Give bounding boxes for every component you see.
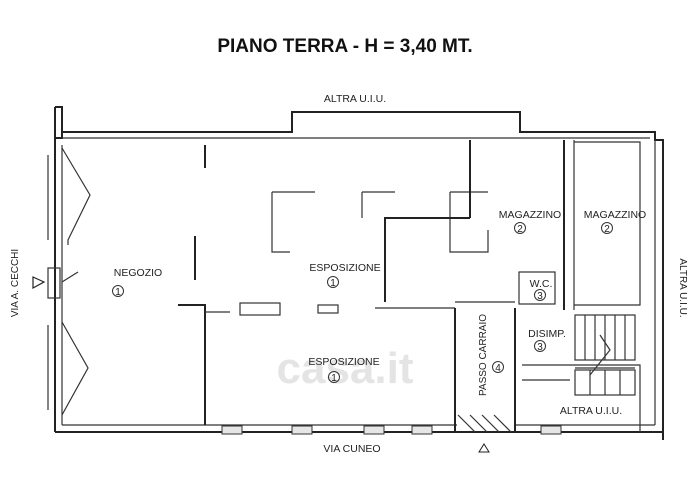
label-altra-uiu-right: ALTRA U.I.U. — [677, 258, 688, 317]
room-magazzino-right: MAGAZZINO 2 — [584, 209, 646, 235]
room-number: 3 — [537, 291, 543, 302]
outer-walls — [54, 106, 664, 440]
room-esposizione-upper: ESPOSIZIONE 1 — [309, 262, 380, 289]
room-number: 1 — [331, 373, 337, 384]
room-label: NEGOZIO — [114, 267, 162, 279]
room-label: PASSO CARRAIO — [478, 314, 489, 396]
street-windows-bottom — [221, 425, 562, 435]
watermark: casa.it — [277, 344, 414, 393]
room-label: MAGAZZINO — [584, 209, 646, 221]
entrance-marker-left — [32, 276, 46, 290]
label-via-cuneo: VIA CUNEO — [323, 443, 380, 455]
room-label: W.C. — [530, 278, 553, 290]
room-altra-uiu-bottom: ALTRA U.I.U. — [560, 405, 622, 417]
storefront-windows-left — [47, 147, 91, 416]
room-esposizione-lower: ESPOSIZIONE 1 — [308, 356, 379, 384]
room-label: ALTRA U.I.U. — [560, 405, 622, 417]
label-altra-uiu-top: ALTRA U.I.U. — [324, 93, 386, 105]
room-passo-carraio: PASSO CARRAIO 4 — [478, 314, 504, 396]
room-number: 1 — [330, 278, 336, 289]
room-number: 2 — [604, 224, 610, 235]
room-wc: W.C. 3 — [530, 278, 553, 302]
room-magazzino-left: MAGAZZINO 2 — [499, 209, 561, 235]
room-number: 1 — [115, 287, 121, 298]
plan-title: PIANO TERRA - H = 3,40 MT. — [217, 36, 472, 57]
room-number: 4 — [495, 363, 501, 374]
room-number: 3 — [537, 342, 543, 353]
room-negozio: NEGOZIO 1 — [112, 267, 162, 298]
room-number: 2 — [517, 224, 523, 235]
room-label: ESPOSIZIONE — [309, 262, 380, 274]
label-via-cecchi: VIA A. CECCHI — [10, 249, 21, 317]
room-label: DISIMP. — [528, 328, 566, 340]
room-disimp: DISIMP. 3 — [528, 328, 566, 353]
room-label: MAGAZZINO — [499, 209, 561, 221]
interior-walls — [178, 140, 641, 432]
carriage-gate — [457, 414, 512, 453]
room-label: ESPOSIZIONE — [308, 356, 379, 368]
